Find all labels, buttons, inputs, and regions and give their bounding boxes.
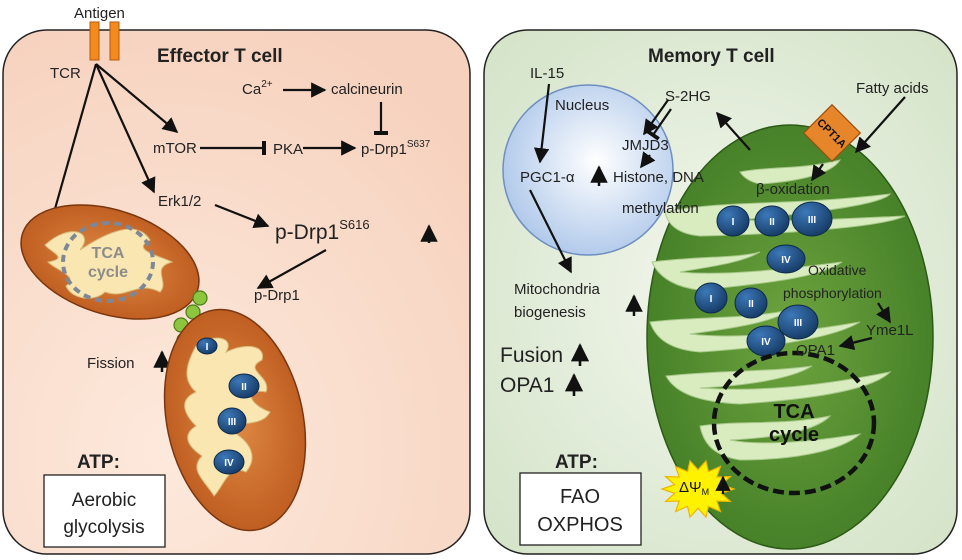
memory-tca-line1: TCA bbox=[773, 401, 814, 423]
memory-atp-line1: FAO bbox=[560, 486, 600, 508]
memory-top-complex-2: II bbox=[754, 205, 790, 237]
memory-top-complex-label: I bbox=[732, 217, 735, 228]
fusion-label: Fusion bbox=[500, 344, 563, 367]
oxphos-line2: phosphorylation bbox=[783, 285, 882, 301]
histone-line1: Histone, DNA bbox=[613, 169, 704, 186]
effector-cell-panel bbox=[2, 29, 471, 555]
pdrp1-s616-label: p-Drp1S616 bbox=[275, 217, 370, 244]
effector-atp-label: ATP: bbox=[77, 452, 120, 473]
memory-atp-line2: OXPHOS bbox=[537, 514, 623, 536]
opa1-small-label: OPA1 bbox=[796, 342, 835, 359]
effector-complex-2: II bbox=[228, 373, 260, 399]
pka-label: PKA bbox=[273, 141, 303, 158]
memory-title: Memory T cell bbox=[648, 46, 775, 67]
nucleus bbox=[502, 84, 674, 256]
erk-label: Erk1/2 bbox=[158, 193, 201, 210]
effector-complex-4: IV bbox=[213, 449, 245, 475]
memory-top-complex-4: IV bbox=[766, 244, 806, 274]
mito-biogenesis-line2: biogenesis bbox=[514, 304, 586, 321]
tcr-receptor-left bbox=[89, 21, 100, 61]
memory-tca-line2: cycle bbox=[769, 424, 819, 446]
il15-label: IL-15 bbox=[530, 65, 564, 82]
memory-bottom-complex-3: III bbox=[777, 304, 819, 340]
calcineurin-label: calcineurin bbox=[331, 81, 403, 98]
effector-tca-line1: TCA bbox=[92, 245, 125, 262]
effector-atp-line2: glycolysis bbox=[63, 517, 144, 538]
membrane-potential-burst: ΔΨM bbox=[660, 459, 736, 519]
memory-bottom-complex-label: I bbox=[710, 294, 713, 305]
mtor-label: mTOR bbox=[153, 140, 197, 157]
antigen-label: Antigen bbox=[74, 5, 125, 22]
memory-bottom-complex-1: I bbox=[694, 282, 728, 314]
memory-atp-label: ATP: bbox=[555, 452, 598, 473]
memory-top-complex-label: IV bbox=[781, 255, 791, 266]
effector-complex-1: I bbox=[196, 337, 218, 355]
beta-oxidation-label: β-oxidation bbox=[756, 181, 830, 198]
pgc1a-label: PGC1-α bbox=[520, 169, 575, 186]
ca-label: Ca2+ bbox=[242, 79, 273, 98]
effector-complex-label: IV bbox=[224, 458, 234, 469]
memory-bottom-complex-label: II bbox=[748, 299, 754, 310]
histone-line2: methylation bbox=[622, 200, 699, 217]
yme1l-label: Yme1L bbox=[866, 322, 914, 339]
effector-title: Effector T cell bbox=[157, 46, 283, 67]
effector-complex-label: III bbox=[228, 417, 237, 428]
nucleus-label: Nucleus bbox=[555, 97, 609, 114]
fatty-acids-label: Fatty acids bbox=[856, 80, 929, 97]
fission-label: Fission bbox=[87, 355, 135, 372]
effector-signal-arrows bbox=[45, 63, 388, 289]
tcr-label: TCR bbox=[50, 65, 81, 82]
effector-complex-3: III bbox=[217, 407, 247, 435]
opa1-label: OPA1 bbox=[500, 374, 554, 397]
memory-bottom-complex-label: IV bbox=[761, 337, 771, 348]
mito-biogenesis-line1: Mitochondria bbox=[514, 281, 601, 298]
s2hg-inhibit-arrow bbox=[646, 108, 672, 141]
pdrp1-s637-label: p-Drp1S637 bbox=[361, 139, 431, 158]
delta-psi-label: ΔΨM bbox=[679, 479, 709, 497]
s2hg-label: S-2HG bbox=[665, 88, 711, 105]
memory-bottom-complex-2: II bbox=[734, 287, 768, 319]
memory-bottom-complex-label: III bbox=[794, 318, 803, 329]
effector-complex-label: I bbox=[206, 342, 209, 353]
cpt1a-transporter: CPT1A bbox=[802, 103, 862, 163]
memory-signal-arrows bbox=[529, 83, 906, 351]
jmjd3-label: JMJD3 bbox=[622, 137, 669, 154]
oxphos-line1: Oxidative bbox=[808, 262, 867, 278]
pdrp1-label: p-Drp1 bbox=[254, 287, 300, 304]
memory-bottom-complex-4: IV bbox=[746, 325, 786, 357]
memory-top-complex-label: III bbox=[808, 215, 817, 226]
memory-top-complex-3: III bbox=[791, 201, 833, 237]
memory-top-complex-1: I bbox=[716, 205, 750, 237]
effector-complex-label: II bbox=[241, 382, 247, 393]
effector-atp-line1: Aerobic bbox=[72, 490, 136, 511]
memory-atp-box bbox=[519, 472, 642, 546]
tcr-receptor-right bbox=[109, 21, 120, 61]
effector-tca-line2: cycle bbox=[88, 264, 128, 281]
effector-mitochondrion-upper: TCA cycle bbox=[20, 204, 200, 320]
effector-atp-box bbox=[43, 474, 166, 548]
memory-top-complex-label: II bbox=[769, 217, 775, 228]
